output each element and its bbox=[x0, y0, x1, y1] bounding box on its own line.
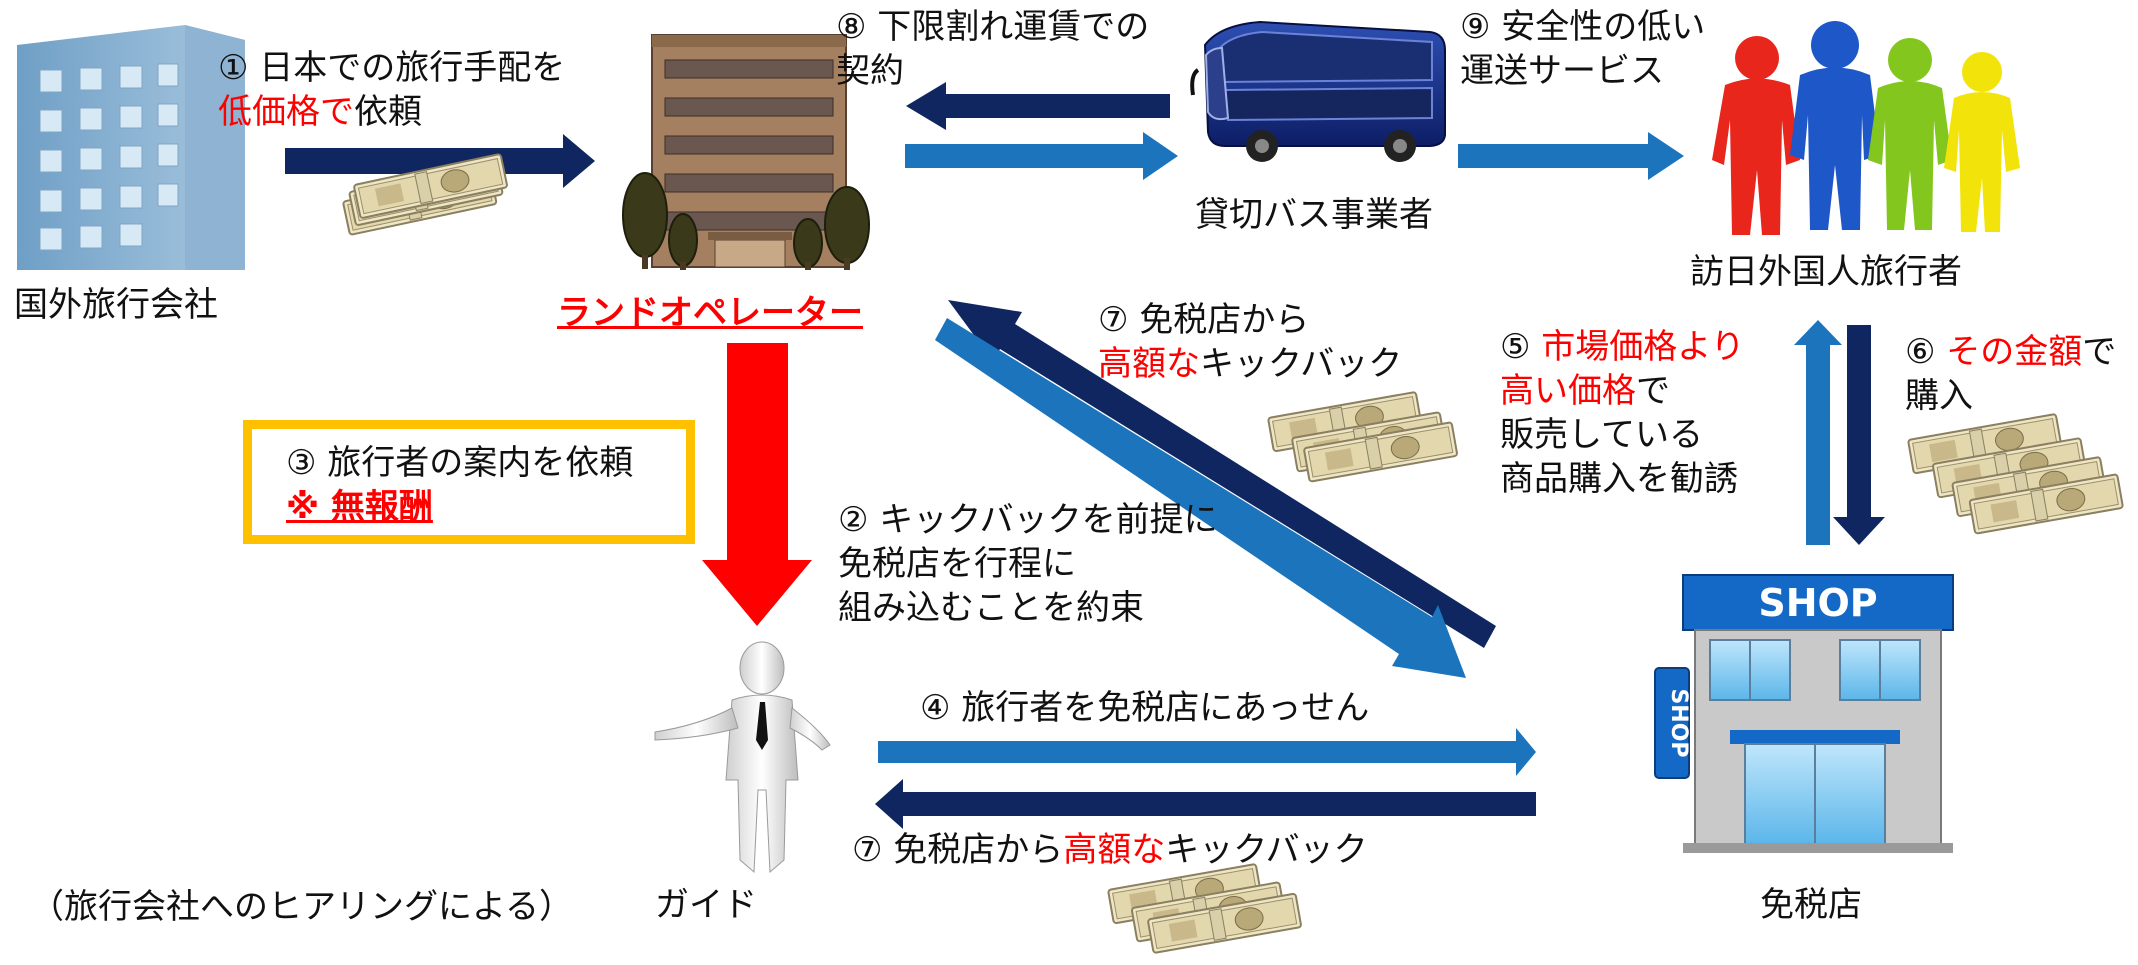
step-2-number: ② bbox=[838, 500, 869, 540]
money-bundle-icon-4 bbox=[1107, 862, 1303, 955]
step-7b-number: ⑦ bbox=[852, 830, 883, 870]
step-5-highlight2: 高い価格 bbox=[1500, 371, 1636, 411]
step-4-line: 旅行者を免税店にあっせん bbox=[961, 688, 1370, 728]
step-2-line1: キックバックを前提に bbox=[879, 500, 1218, 540]
arrow-1-agency-to-operator bbox=[285, 134, 595, 188]
step-7a-line2: キックバック bbox=[1200, 344, 1403, 384]
step-7a-line1: 免税店から bbox=[1139, 300, 1310, 340]
label-tourists: 訪日外国人旅行者 bbox=[1690, 252, 1962, 292]
arrow-2-operator-to-shop bbox=[935, 318, 1466, 678]
step-3-number: ③ bbox=[286, 443, 317, 483]
step-9-line1: 安全性の低い bbox=[1501, 7, 1706, 47]
step-5-line4: 商品購入を勧誘 bbox=[1500, 459, 1738, 499]
step-5-highlight1: 市場価格より bbox=[1541, 327, 1745, 367]
step-7b-text: ⑦ 免税店から高額なキックバック bbox=[852, 828, 1368, 872]
bus-icon bbox=[1190, 20, 1446, 162]
step-6-number: ⑥ bbox=[1905, 332, 1936, 372]
step-9-text: ⑨ 安全性の低い 運送サービス bbox=[1460, 5, 1705, 93]
guide-person-icon bbox=[654, 641, 831, 874]
step-3-line1: 旅行者の案内を依頼 bbox=[327, 443, 634, 483]
step-4-number: ④ bbox=[920, 688, 951, 728]
step-1-number: ① bbox=[218, 48, 249, 88]
step-9-line2: 運送サービス bbox=[1460, 51, 1664, 91]
land-operator-building-icon bbox=[622, 34, 870, 270]
label-duty-free: 免税店 bbox=[1760, 885, 1862, 925]
step-4-text: ④ 旅行者を免税店にあっせん bbox=[920, 686, 1369, 730]
arrow-7-shop-to-guide bbox=[875, 779, 1536, 829]
step-7b-highlight: 高額な bbox=[1063, 830, 1166, 870]
office-building-icon bbox=[17, 25, 245, 270]
step-8-line1: 下限割れ運賃での bbox=[877, 7, 1150, 47]
step-6-text: ⑥ その金額で 購入 bbox=[1905, 330, 2116, 418]
arrow-9-bus-to-tourists bbox=[1458, 132, 1684, 180]
step-7b-pre: 免税店から bbox=[893, 830, 1064, 870]
arrow-7-shop-to-operator bbox=[948, 300, 1496, 648]
arrow-8-bus-to-operator bbox=[906, 82, 1170, 130]
step-5-line3: 販売している bbox=[1500, 415, 1703, 455]
arrow-4-guide-to-shop bbox=[878, 728, 1536, 776]
step-2-line3: 組み込むことを約束 bbox=[838, 588, 1144, 628]
money-bundle-icon-3 bbox=[1907, 412, 2125, 535]
source-note: （旅行会社へのヒアリングによる） bbox=[30, 887, 573, 927]
step-7a-text: ⑦ 免税店から 高額なキックバック bbox=[1098, 298, 1402, 386]
step-6-line1: で bbox=[2082, 332, 2117, 372]
duty-free-shop-icon bbox=[1654, 574, 1954, 853]
tourists-group-icon bbox=[1712, 21, 2020, 235]
money-bundle-icon-2 bbox=[1267, 390, 1459, 483]
label-bus-operator: 貸切バス事業者 bbox=[1195, 195, 1433, 235]
label-overseas-agency: 国外旅行会社 bbox=[14, 285, 218, 325]
step-8-number: ⑧ bbox=[836, 7, 867, 47]
step-2-line2: 免税店を行程に bbox=[838, 544, 1076, 584]
step-7b-post: キックバック bbox=[1165, 830, 1368, 870]
step-3-box: ③ 旅行者の案内を依頼 ※ 無報酬 bbox=[243, 420, 695, 544]
step-6-highlight: その金額 bbox=[1946, 332, 2083, 372]
step-8-line2: 契約 bbox=[836, 51, 904, 91]
step-7a-number: ⑦ bbox=[1098, 300, 1129, 340]
label-guide: ガイド bbox=[655, 885, 757, 925]
shop-side-sign-text: SHOP bbox=[1666, 688, 1691, 757]
step-1-line1: 日本での旅行手配を bbox=[259, 48, 566, 88]
arrow-3-operator-to-guide bbox=[702, 343, 812, 626]
step-5-line2: で bbox=[1636, 371, 1670, 411]
step-7a-highlight: 高額な bbox=[1098, 344, 1200, 384]
step-5-text: ⑤ 市場価格より 高い価格で 販売している 商品購入を勧誘 bbox=[1500, 325, 1745, 501]
step-6-line2: 購入 bbox=[1905, 376, 1973, 416]
arrow-5-shop-to-tourists bbox=[1794, 320, 1842, 545]
arrow-operator-to-bus bbox=[905, 132, 1178, 180]
step-8-text: ⑧ 下限割れ運賃での 契約 bbox=[836, 5, 1149, 93]
shop-sign-text: SHOP bbox=[1758, 581, 1877, 625]
step-1-highlight: 低価格で bbox=[218, 92, 354, 132]
step-5-number: ⑤ bbox=[1500, 327, 1531, 367]
arrow-6-tourists-to-shop bbox=[1833, 325, 1885, 545]
step-1-text: ① 日本での旅行手配を 低価格で依頼 bbox=[218, 46, 565, 134]
step-1-line2: 依頼 bbox=[354, 92, 422, 132]
step-9-number: ⑨ bbox=[1460, 7, 1491, 47]
step-3-no-pay: ※ 無報酬 bbox=[286, 487, 433, 527]
step-2-text: ② キックバックを前提に 免税店を行程に 組み込むことを約束 bbox=[838, 498, 1218, 630]
label-land-operator: ランドオペレーター bbox=[557, 293, 863, 333]
